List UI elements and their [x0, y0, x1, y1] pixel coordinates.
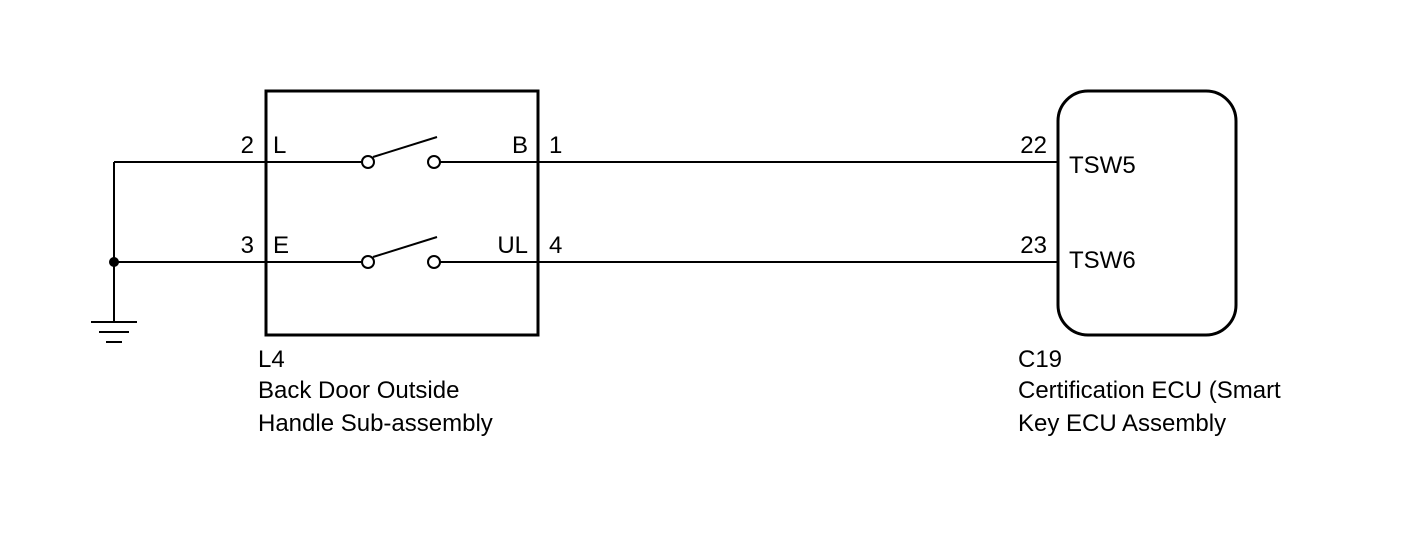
switch-box	[264, 89, 540, 337]
switch-name-line1: Back Door Outside	[258, 377, 459, 404]
ecu-pin-name-top: TSW5	[1069, 152, 1136, 179]
switch-icon	[266, 136, 538, 169]
ground-circuit	[91, 161, 265, 343]
ecu-pin-number-top: 22	[1020, 132, 1047, 159]
pin-name-left-bottom: E	[273, 232, 289, 259]
pin-name-left-top: L	[273, 132, 286, 159]
pin-number-left-bottom: 3	[241, 232, 254, 259]
junction-dot-icon	[109, 257, 119, 267]
switch-name-line2: Handle Sub-assembly	[258, 410, 493, 437]
pin-name-right-top: B	[512, 132, 528, 159]
pin-number-right-top: 1	[549, 132, 562, 159]
pin-number-left-top: 2	[241, 132, 254, 159]
ecu-box	[1056, 89, 1238, 337]
ground-icon	[91, 321, 137, 343]
ecu-name-line1: Certification ECU (Smart	[1018, 377, 1281, 404]
switch-component: 2 L 3 E B 1 UL 4 L4 Back Door Outside Ha…	[241, 89, 562, 437]
switch-icon	[266, 236, 538, 269]
pin-name-right-bottom: UL	[497, 232, 528, 259]
ecu-code: C19	[1018, 346, 1062, 373]
ecu-component: 22 TSW5 23 TSW6 C19 Certification ECU (S…	[1018, 89, 1281, 437]
ecu-name-line2: Key ECU Assembly	[1018, 410, 1226, 437]
ecu-pin-name-bottom: TSW6	[1069, 247, 1136, 274]
pin-number-right-bottom: 4	[549, 232, 562, 259]
ecu-pin-number-bottom: 23	[1020, 232, 1047, 259]
switch-code: L4	[258, 346, 285, 373]
